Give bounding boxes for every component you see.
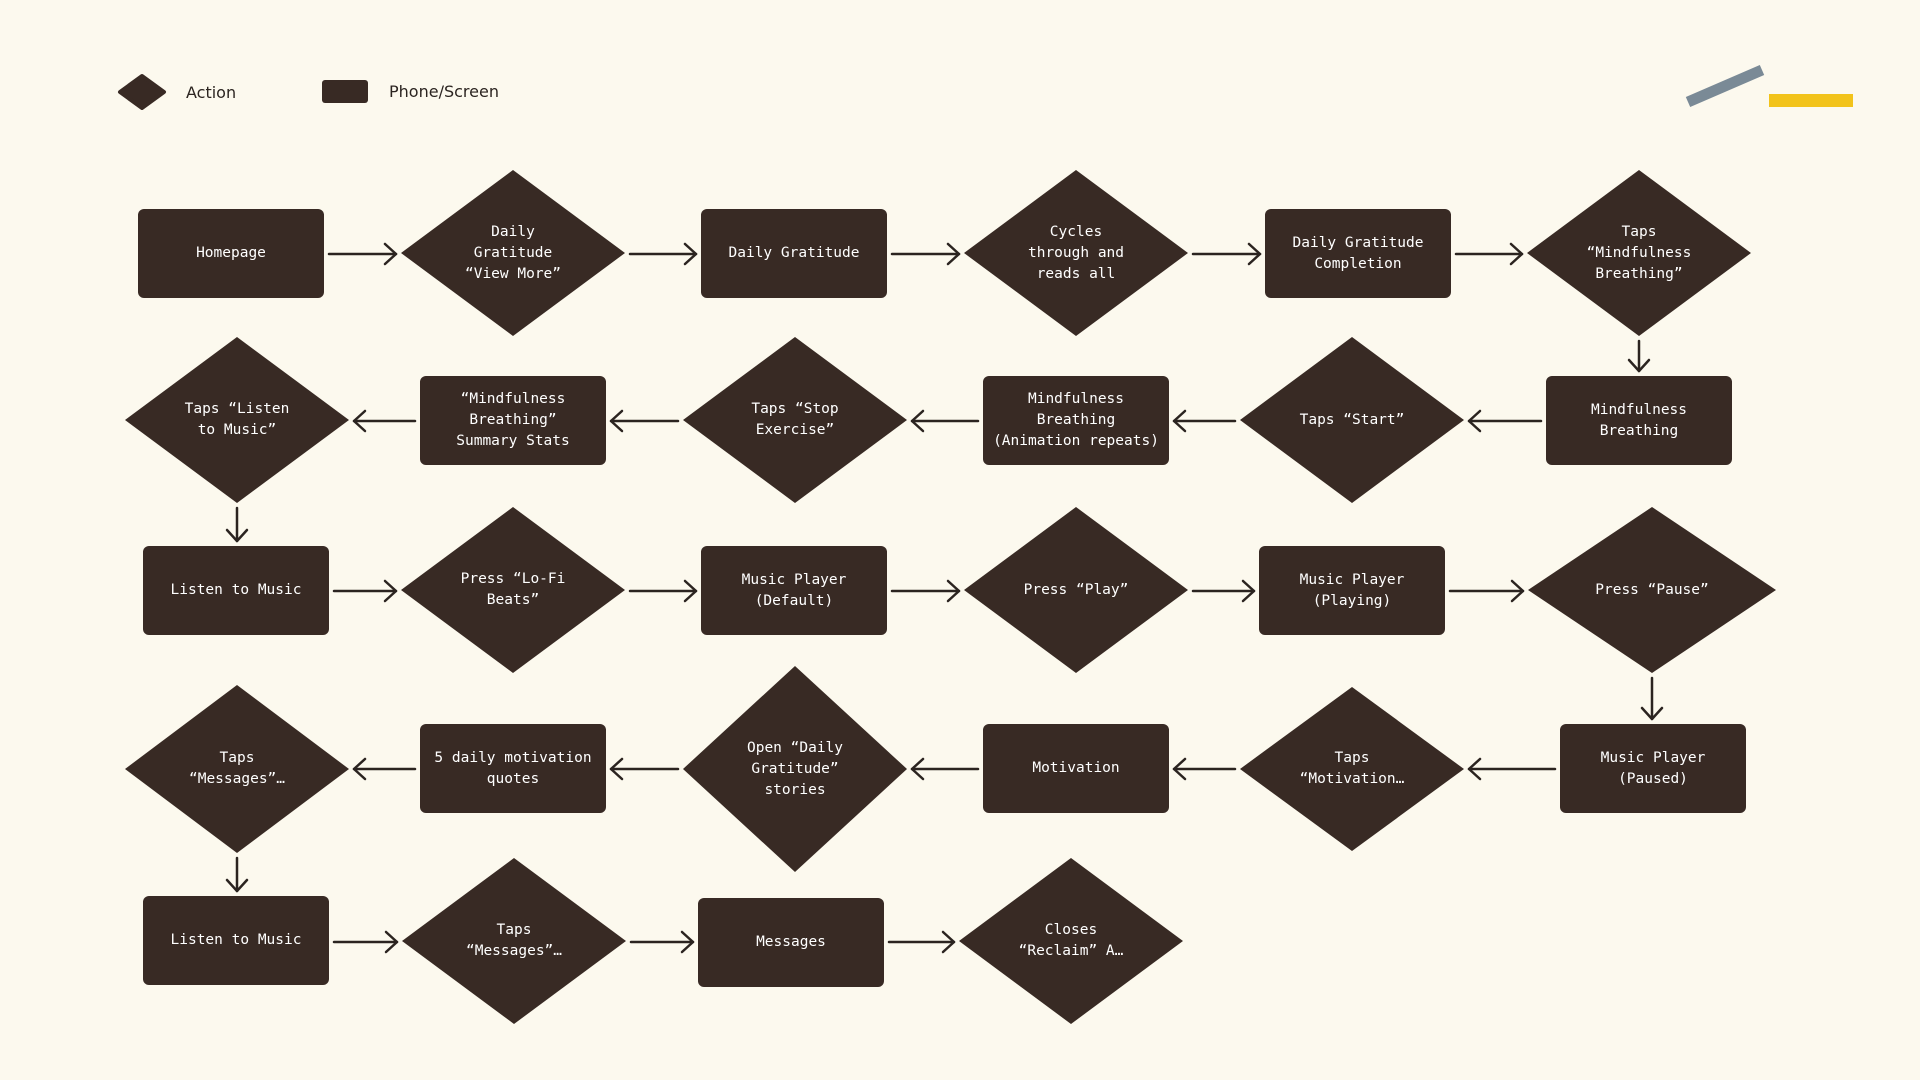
node-label: Taps “Messages”… — [465, 922, 563, 959]
node-label: Mindfulness Breathing (Animation repeats… — [993, 391, 1159, 449]
node-label: Mindfulness Breathing — [1590, 401, 1688, 439]
action-taps-messages-a[interactable]: Taps “Messages”… — [125, 685, 349, 853]
flow-arrow — [1172, 409, 1237, 433]
flow-arrow — [332, 579, 398, 603]
node-label: Taps “Messages”… — [188, 750, 286, 787]
action-taps-motivation[interactable]: Taps “Motivation… — [1240, 687, 1464, 851]
node-label: Homepage — [196, 245, 266, 261]
flow-arrow — [1627, 339, 1651, 373]
node-label: Taps “Mindfulness Breathing” — [1586, 223, 1692, 282]
node-homepage[interactable]: Homepage — [138, 209, 324, 298]
flow-arrow — [910, 757, 980, 781]
flow-arrow — [628, 242, 698, 266]
legend-screen: Phone/Screen — [322, 80, 499, 103]
flow-arrow — [628, 579, 698, 603]
flow-arrow — [609, 409, 680, 433]
action-press-pause[interactable]: Press “Pause” — [1528, 507, 1776, 673]
node-label: Taps “Motivation… — [1299, 750, 1405, 787]
node-player-playing[interactable]: Music Player (Playing) — [1259, 546, 1445, 635]
action-press-play[interactable]: Press “Play” — [964, 507, 1188, 673]
action-taps-stop[interactable]: Taps “Stop Exercise” — [683, 337, 907, 503]
legend-screen-rect-icon — [322, 80, 368, 103]
flow-arrow — [332, 930, 399, 954]
node-label: Music Player (Paused) — [1600, 749, 1706, 787]
action-taps-mindfulness[interactable]: Taps “Mindfulness Breathing” — [1527, 170, 1751, 336]
node-label: Press “Pause” — [1595, 581, 1709, 598]
node-motivation-quotes[interactable]: 5 daily motivation quotes — [420, 724, 606, 813]
flow-arrow — [1448, 579, 1525, 603]
node-mindfulness-breathing[interactable]: Mindfulness Breathing — [1546, 376, 1732, 465]
node-label: Cycles through and reads all — [1027, 223, 1125, 282]
flow-arrow — [1640, 676, 1664, 721]
node-label: Motivation — [1032, 760, 1120, 776]
flow-arrow — [225, 856, 249, 893]
node-motivation[interactable]: Motivation — [983, 724, 1169, 813]
flow-arrow — [890, 242, 961, 266]
flow-arrow — [1467, 409, 1543, 433]
decor-yellow-bar — [1769, 94, 1853, 107]
node-label: Daily Gratitude Completion — [1292, 234, 1424, 272]
flow-arrow — [327, 242, 398, 266]
legend-screen-label: Phone/Screen — [389, 82, 499, 101]
action-closes-reclaim[interactable]: Closes “Reclaim” A… — [959, 858, 1183, 1024]
flow-arrow — [609, 757, 680, 781]
legend-action-label: Action — [186, 82, 237, 102]
action-press-lofi[interactable]: Press “Lo-Fi Beats” — [401, 507, 625, 673]
node-breathing-animation[interactable]: Mindfulness Breathing (Animation repeats… — [983, 376, 1169, 465]
decor-slate-stroke — [1685, 64, 1765, 108]
flow-arrow — [887, 930, 956, 954]
action-taps-start[interactable]: Taps “Start” — [1240, 337, 1464, 503]
node-label: Listen to Music — [170, 582, 302, 598]
flow-arrow — [1191, 579, 1256, 603]
node-messages[interactable]: Messages — [698, 898, 884, 987]
node-label: Press “Lo-Fi Beats” — [460, 571, 566, 608]
legend-action: Action — [116, 72, 236, 112]
node-label: Taps “Listen to Music” — [184, 401, 290, 438]
action-view-more[interactable]: Daily Gratitude “View More” — [401, 170, 625, 336]
node-label: Music Player (Default) — [741, 571, 847, 609]
node-player-default[interactable]: Music Player (Default) — [701, 546, 887, 635]
node-label: Daily Gratitude “View More” — [464, 223, 562, 282]
node-label: Taps “Start” — [1299, 411, 1405, 428]
node-label: 5 daily motivation quotes — [434, 749, 592, 787]
node-label: Open “Daily Gratitude” stories — [746, 739, 844, 798]
node-listen-to-music-2[interactable]: Listen to Music — [143, 896, 329, 985]
action-open-stories[interactable]: Open “Daily Gratitude” stories — [683, 666, 907, 872]
legend-action-diamond-icon — [118, 74, 166, 110]
flow-arrow — [1467, 757, 1557, 781]
flow-arrow — [1454, 242, 1524, 266]
action-taps-messages-b[interactable]: Taps “Messages”… — [402, 858, 626, 1024]
flow-arrow — [1172, 757, 1237, 781]
node-player-paused[interactable]: Music Player (Paused) — [1560, 724, 1746, 813]
action-taps-listen[interactable]: Taps “Listen to Music” — [125, 337, 349, 503]
node-label: Music Player (Playing) — [1299, 571, 1405, 609]
flow-arrow — [352, 757, 417, 781]
node-label: Taps “Stop Exercise” — [751, 401, 839, 438]
flow-arrow — [629, 930, 695, 954]
flow-arrow — [1191, 242, 1262, 266]
node-label: Messages — [756, 934, 826, 950]
node-listen-to-music[interactable]: Listen to Music — [143, 546, 329, 635]
flow-arrow — [910, 409, 980, 433]
node-label: Daily Gratitude — [728, 245, 860, 261]
action-cycles-through[interactable]: Cycles through and reads all — [964, 170, 1188, 336]
node-gratitude-completion[interactable]: Daily Gratitude Completion — [1265, 209, 1451, 298]
node-label: “Mindfulness Breathing” Summary Stats — [456, 391, 570, 449]
node-breathing-summary[interactable]: “Mindfulness Breathing” Summary Stats — [420, 376, 606, 465]
flow-arrow — [352, 409, 417, 433]
node-label: Listen to Music — [170, 932, 302, 948]
flow-arrow — [890, 579, 961, 603]
node-daily-gratitude[interactable]: Daily Gratitude — [701, 209, 887, 298]
node-label: Press “Play” — [1023, 581, 1129, 598]
flow-arrow — [225, 506, 249, 543]
node-label: Closes “Reclaim” A… — [1018, 922, 1124, 959]
